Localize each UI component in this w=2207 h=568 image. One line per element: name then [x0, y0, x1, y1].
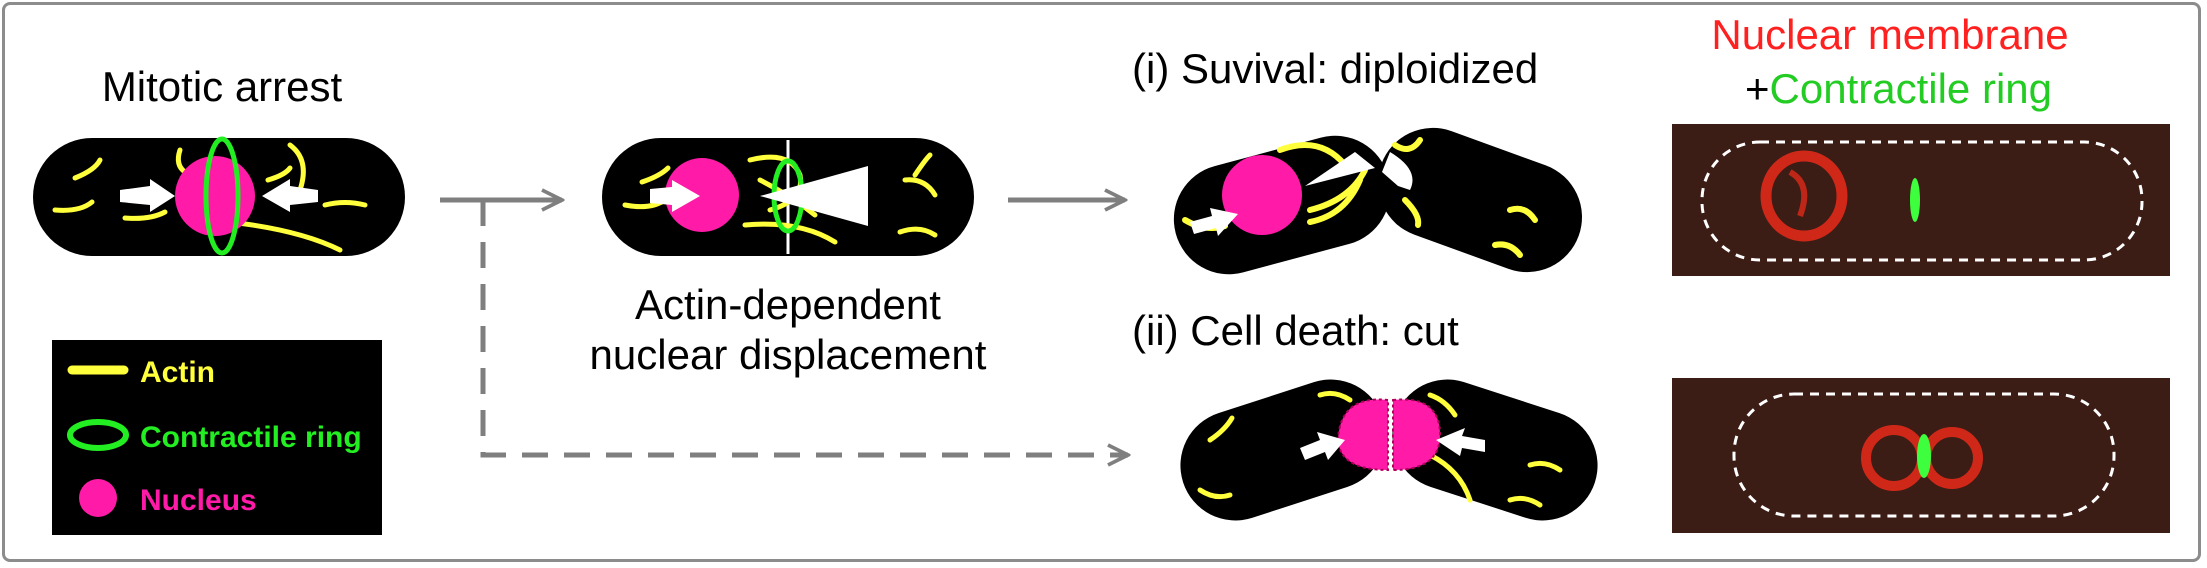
force-arrow-left: [650, 180, 700, 212]
contractile-ring-icon: [67, 419, 129, 451]
legend: Actin Contractile ring Nucleus: [52, 340, 382, 535]
plus-sign: +: [1745, 65, 1770, 112]
cell-mitotic-arrest: [33, 136, 405, 256]
micrograph-title-nuclear-membrane: Nuclear membrane: [1711, 11, 2069, 58]
cell-outline: [1732, 392, 2116, 518]
contractile-ring: [203, 136, 241, 256]
label-cell-death: (ii) Cell death: cut: [1132, 307, 1459, 354]
micrograph-cut: [1672, 378, 2170, 533]
legend-item-nucleus: Nucleus: [52, 478, 382, 518]
nucleus: [665, 158, 739, 232]
label-mitotic-arrest: Mitotic arrest: [101, 63, 343, 110]
force-arrow-left: [120, 179, 175, 212]
force-arrow-right: [760, 166, 868, 226]
force-arrow-right: [262, 179, 318, 212]
micrograph-survival: [1672, 124, 2170, 276]
actin-line-icon: [67, 365, 129, 375]
nucleus: [1222, 155, 1302, 235]
nucleus-icon: [79, 479, 117, 517]
micrograph-image: [1672, 124, 2170, 276]
legend-item-contractile-ring: Contractile ring: [52, 415, 382, 455]
daughter-cell-right: [1378, 127, 1582, 273]
label-actin-dependent: Actin-dependent: [635, 281, 941, 328]
actin-filaments: [1197, 390, 1563, 508]
cell-survival: [1173, 127, 1582, 275]
force-arrow-left: [1190, 208, 1238, 236]
contractile-ring-signal: [1910, 178, 1920, 222]
legend-label-actin: Actin: [140, 356, 215, 389]
dashed-arrow-to-cut: [480, 200, 1128, 455]
micrograph-title-contractile-ring: Contractile ring: [1769, 65, 2052, 112]
micrograph-image: [1672, 378, 2170, 533]
actin-filaments: [52, 142, 368, 253]
cell-outline: [1700, 140, 2144, 262]
force-arrow-right: [1436, 428, 1485, 456]
force-arrow-partner: [1382, 152, 1413, 190]
label-nuclear-displacement: nuclear displacement: [589, 331, 987, 378]
contractile-ring-signal: [1917, 434, 1931, 478]
legend-label-contractile-ring: Contractile ring: [140, 421, 362, 454]
label-survival: (i) Suvival: diploidized: [1132, 45, 1539, 92]
actin-filaments: [1182, 137, 1538, 258]
cell-death-cut: [1180, 379, 1598, 521]
daughter-cell-left: [1180, 379, 1386, 521]
legend-label-nucleus: Nucleus: [140, 484, 257, 517]
force-arrow-left: [1300, 432, 1345, 460]
micrograph-title-line2: +Contractile ring: [1745, 68, 2052, 110]
daughter-cell-right: [1392, 379, 1598, 521]
nuclear-membrane: [1760, 150, 1848, 242]
cell-nuclear-displacement: [602, 138, 974, 256]
force-arrow-right: [1305, 152, 1375, 186]
nucleus: [175, 156, 255, 236]
nucleus-right-half: [1392, 398, 1442, 472]
legend-item-actin: Actin: [52, 350, 382, 390]
